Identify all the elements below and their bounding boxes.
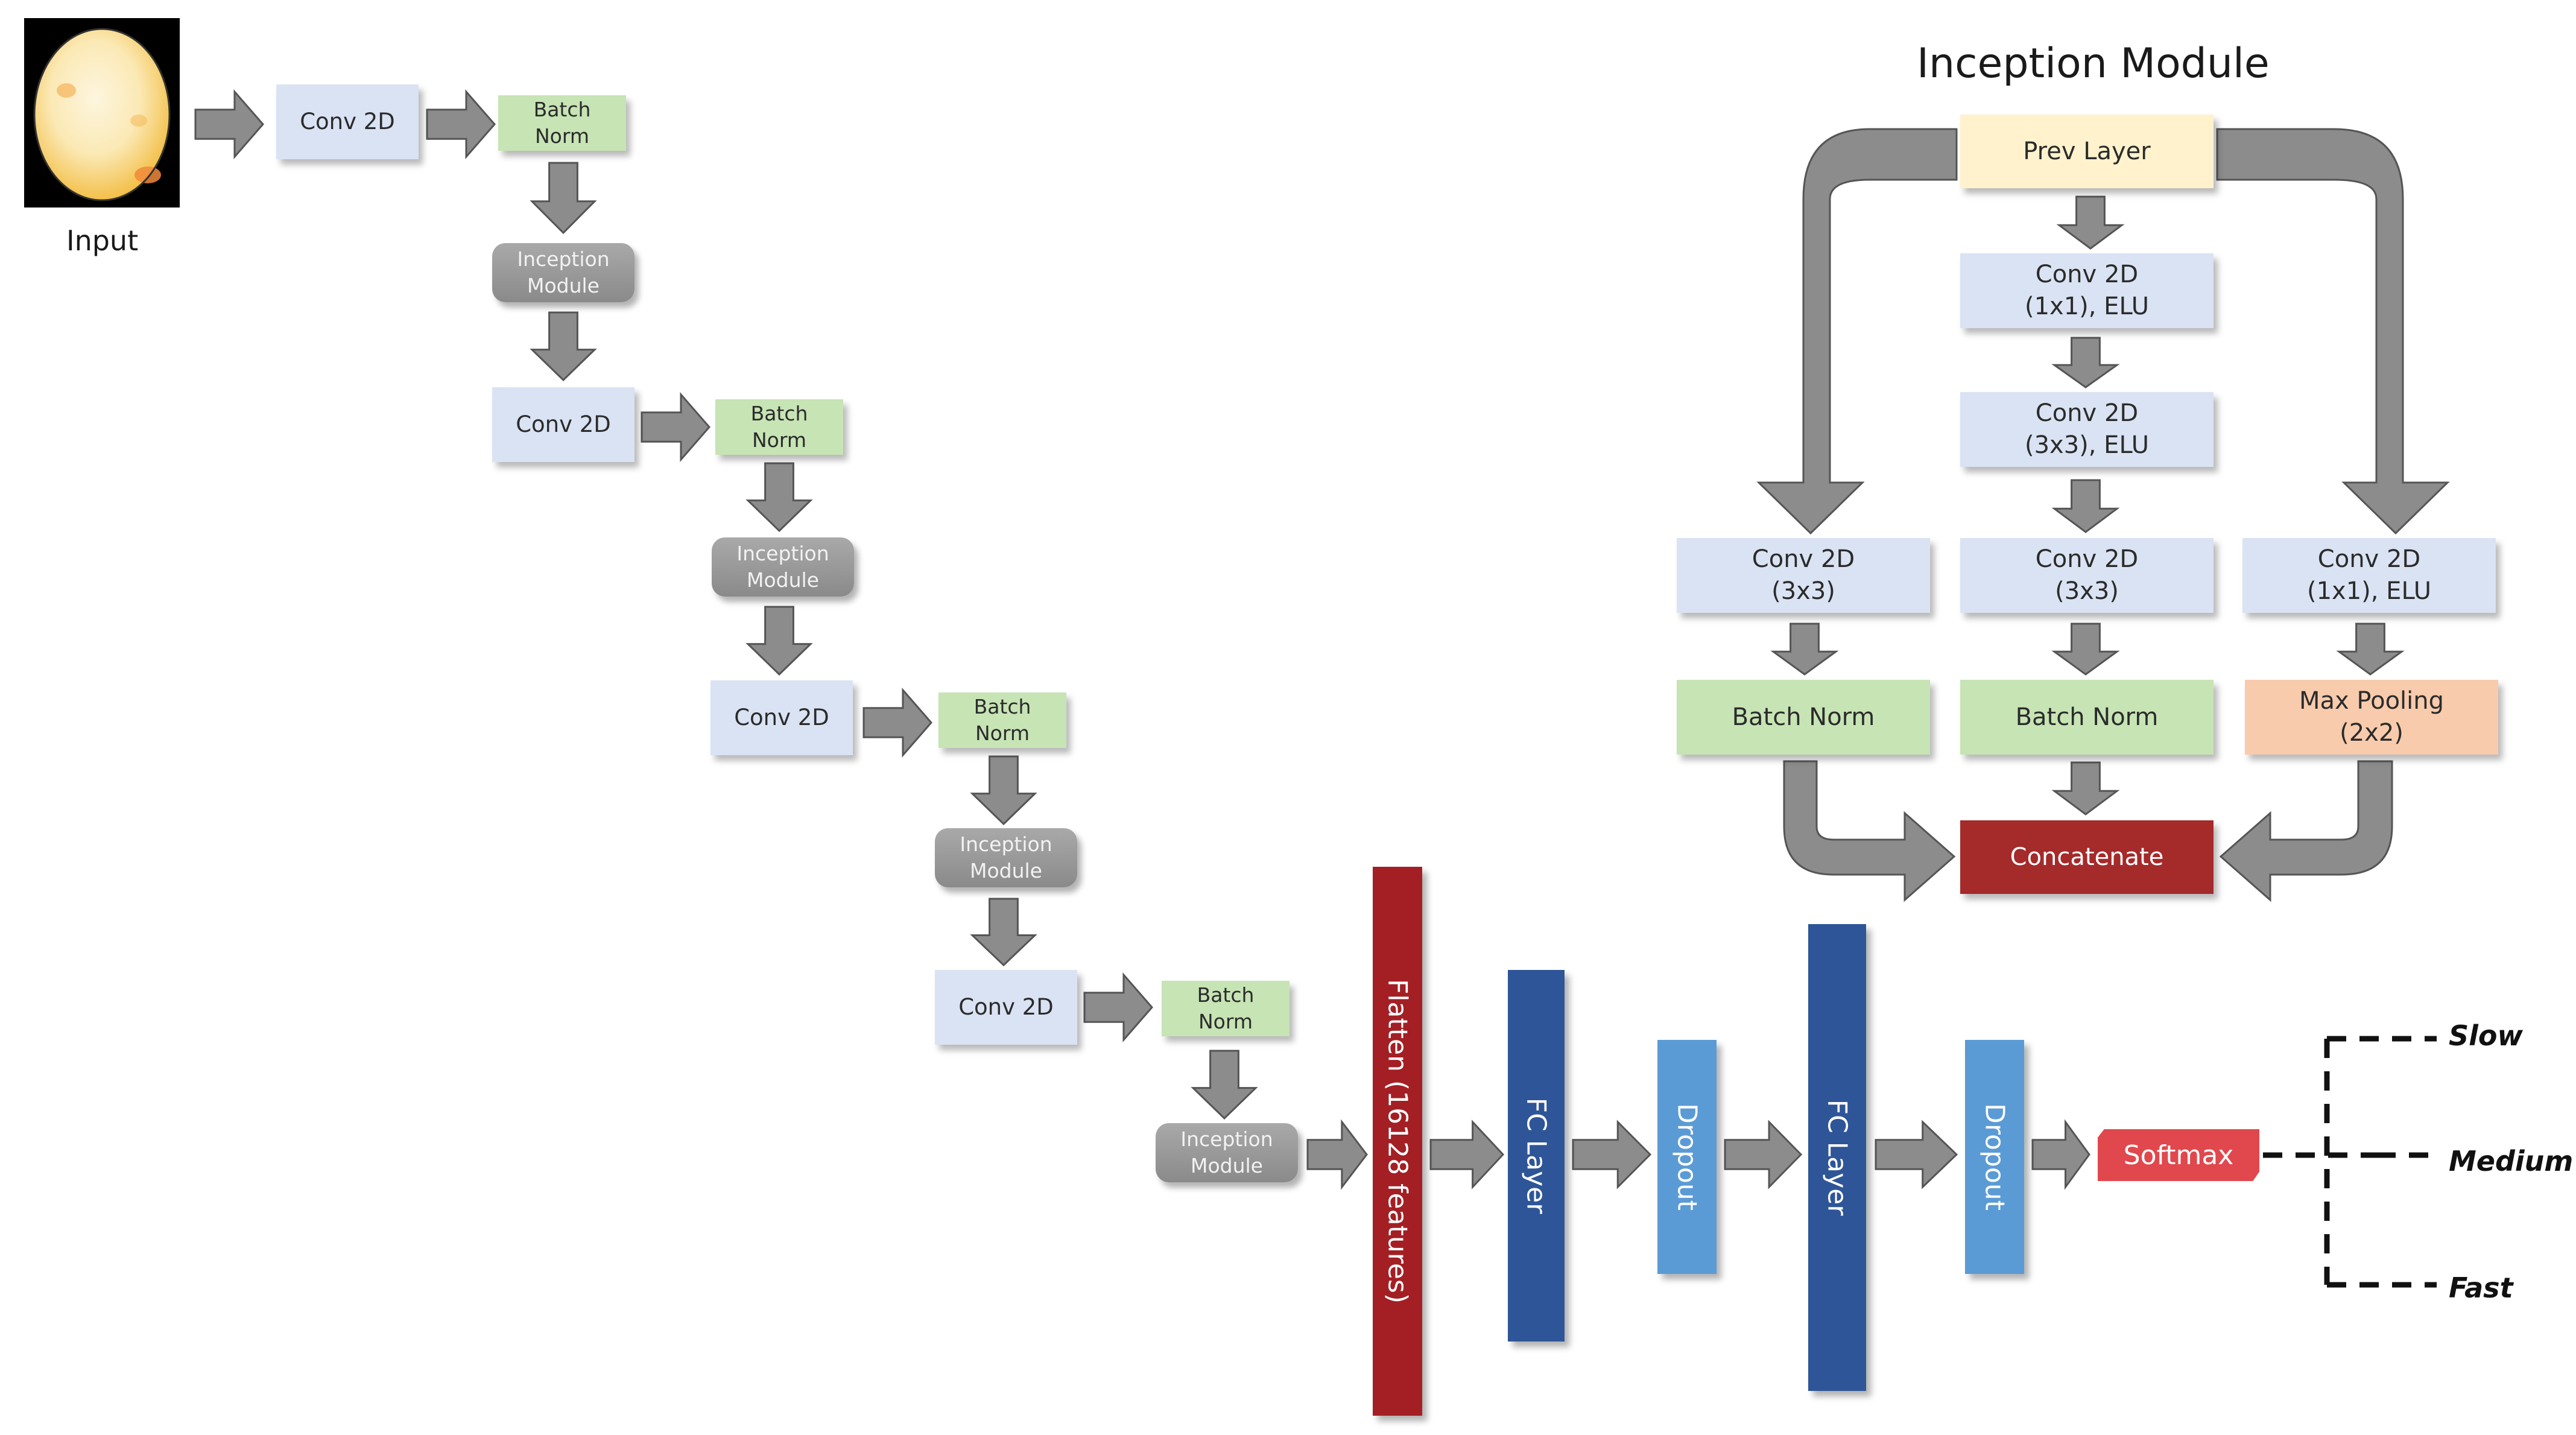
arrow-conv1-to-bn1 <box>426 89 496 160</box>
arrow-conv3x3elu-to-conv3x3 <box>2051 479 2120 533</box>
conv2d-3x3-center-block: Conv 2D (3x3) <box>1960 538 2214 613</box>
arrow-prev-to-left-branch <box>1756 128 1958 535</box>
conv2d-block-1: Conv 2D <box>276 84 419 159</box>
conv2d-1x1-elu-right-block: Conv 2D (1x1), ELU <box>2242 538 2496 613</box>
arrow-prev-to-right-branch <box>2216 128 2450 535</box>
arrow-bn2-to-incep2 <box>745 462 813 533</box>
arrow-dropout1-to-fc2 <box>1724 1120 1803 1189</box>
fc-layer-2-label: FC Layer <box>1821 1099 1853 1216</box>
batch-norm-center-block: Batch Norm <box>1960 680 2214 755</box>
arrow-center-bn-to-concat <box>2051 761 2120 816</box>
conv2d-block-4: Conv 2D <box>935 970 1077 1045</box>
fc-layer-1: FC Layer <box>1508 970 1565 1342</box>
input-label: Input <box>66 224 139 257</box>
arrow-center-conv-to-bn <box>2051 622 2120 676</box>
flatten-layer: Flatten (16128 features) <box>1373 867 1422 1416</box>
batch-norm-left-block: Batch Norm <box>1677 680 1930 755</box>
dropout-layer-2: Dropout <box>1965 1040 2024 1274</box>
inception-module-block-3: Inception Module <box>935 828 1077 887</box>
input-eeg-image <box>24 18 180 207</box>
arrow-bn4-to-incep4 <box>1191 1050 1258 1120</box>
batch-norm-block-3: Batch Norm <box>938 692 1066 748</box>
arrow-conv3-to-bn3 <box>862 687 932 758</box>
arrow-left-bn-to-concat <box>1783 760 1956 902</box>
inception-module-block-4: Inception Module <box>1156 1123 1298 1182</box>
fc-layer-1-label: FC Layer <box>1521 1097 1552 1214</box>
batch-norm-block-2: Batch Norm <box>715 399 843 455</box>
arrow-conv2-to-bn2 <box>641 391 710 463</box>
arrow-conv4-to-bn4 <box>1083 972 1153 1043</box>
softmax-block: Softmax <box>2098 1129 2259 1181</box>
arrow-incep3-to-conv4 <box>970 898 1037 967</box>
fc-layer-2: FC Layer <box>1808 924 1866 1391</box>
arrow-dropout2-to-softmax <box>2031 1119 2090 1190</box>
arrow-fc2-to-dropout2 <box>1875 1120 1958 1189</box>
arrow-incep4-to-flatten <box>1306 1119 1368 1190</box>
arrow-pool-to-concat <box>2219 760 2393 902</box>
arrow-bn1-to-incep1 <box>530 162 597 235</box>
arrow-prev-to-conv1x1 <box>2056 195 2125 250</box>
conv2d-block-2: Conv 2D <box>492 387 635 462</box>
dropout-layer-1-label: Dropout <box>1671 1103 1703 1211</box>
conv2d-block-3: Conv 2D <box>710 680 853 755</box>
conv2d-3x3-elu-block: Conv 2D (3x3), ELU <box>1960 392 2214 467</box>
batch-norm-block-4: Batch Norm <box>1162 981 1290 1036</box>
arrow-incep1-to-conv2 <box>530 311 597 382</box>
arrow-fc1-to-dropout1 <box>1572 1120 1652 1189</box>
inception-module-block-2: Inception Module <box>712 537 854 597</box>
dropout-layer-2-label: Dropout <box>1979 1103 2010 1211</box>
arrow-right-conv-to-pool <box>2336 622 2405 676</box>
batch-norm-block-1: Batch Norm <box>498 95 626 151</box>
arrow-flatten-to-fc1 <box>1429 1120 1505 1189</box>
flatten-label: Flatten (16128 features) <box>1382 978 1413 1304</box>
arrow-conv1x1-to-conv3x3elu <box>2051 337 2120 388</box>
output-label-fast: Fast <box>2449 1272 2513 1304</box>
prev-layer-block: Prev Layer <box>1960 115 2214 188</box>
inception-module-title: Inception Module <box>1917 40 2270 87</box>
output-label-medium: Medium <box>2449 1145 2574 1177</box>
max-pooling-block: Max Pooling (2x2) <box>2245 680 2498 755</box>
inception-module-block-1: Inception Module <box>492 243 635 302</box>
output-label-slow: Slow <box>2449 1019 2523 1052</box>
arrow-input-to-conv1 <box>194 89 264 160</box>
dropout-layer-1: Dropout <box>1657 1040 1717 1274</box>
conv2d-1x1-elu-center-block: Conv 2D (1x1), ELU <box>1960 253 2214 328</box>
conv2d-3x3-left-block: Conv 2D (3x3) <box>1677 538 1930 613</box>
arrow-incep2-to-conv3 <box>745 606 813 676</box>
concatenate-block: Concatenate <box>1960 820 2214 894</box>
arrow-left-conv-to-bn <box>1770 622 1839 676</box>
arrow-bn3-to-incep3 <box>970 755 1037 826</box>
eeg-topomap-icon <box>33 28 171 201</box>
